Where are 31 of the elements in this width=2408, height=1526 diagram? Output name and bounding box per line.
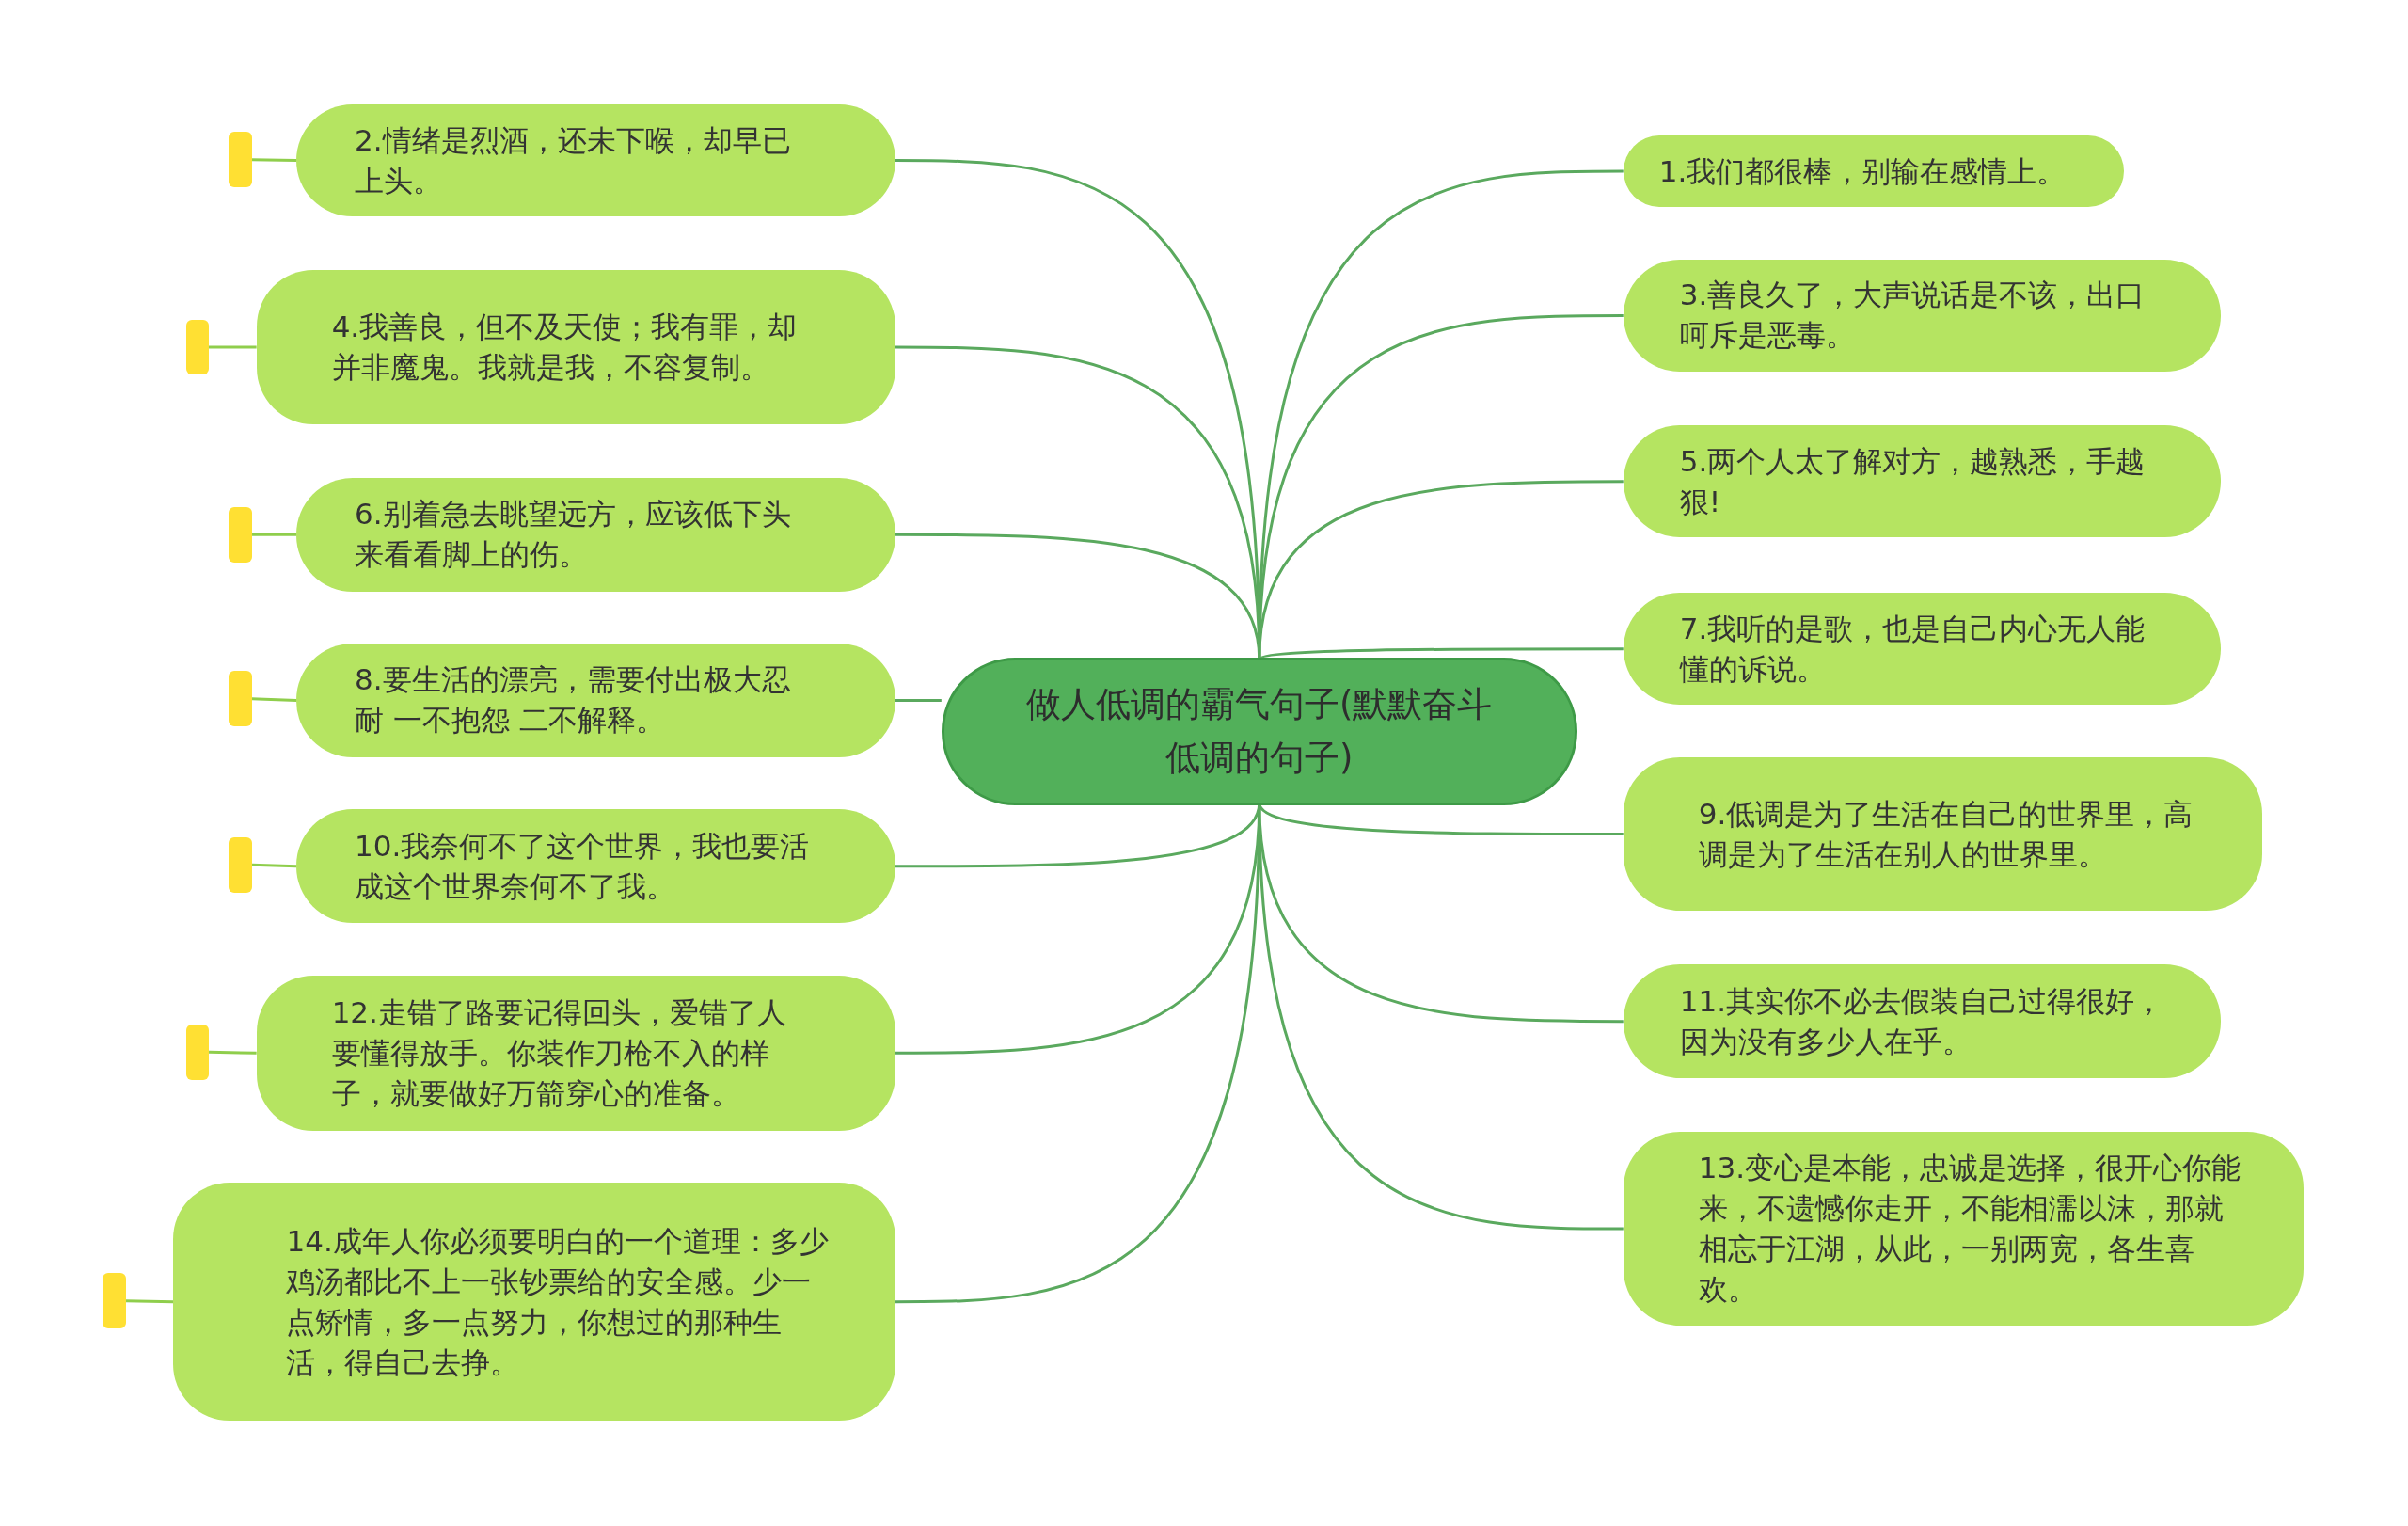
topic-box: 8.要生活的漂亮，需要付出极大忍耐 一不抱怨 二不解释。 bbox=[296, 644, 895, 757]
topic-box: 11.其实你不必去假装自己过得很好，因为没有多少人在乎。 bbox=[1623, 964, 2221, 1079]
connector-line bbox=[209, 1050, 257, 1055]
connector-line bbox=[895, 533, 1261, 660]
topic-box: 14.成年人你必须要明白的一个道理：多少鸡汤都比不上一张钞票给的安全感。少一点矫情，多一点努力，你想过的那种生活，得自己去挣。 bbox=[173, 1183, 895, 1422]
topic-box: 3.善良久了，大声说话是不该，出口呵斥是恶毒。 bbox=[1623, 259, 2221, 373]
topic-box: 6.别着急去眺望远方，应该低下头来看看脚上的伤。 bbox=[296, 477, 895, 592]
topic-box: 12.走错了路要记得回头，爱错了人要懂得放手。你装作刀枪不入的样子，就要做好万箭穿心的准备。 bbox=[256, 975, 895, 1131]
connector-line bbox=[251, 863, 297, 868]
topic-box: 7.我听的是歌，也是自己内心无人能懂的诉说。 bbox=[1623, 593, 2221, 706]
topic-box: 13.变心是本能，忠诚是选择，很开心你能来，不遗憾你走开，不能相濡以沫，那就相忘于江湖，从此，一别两宽，各生喜欢。 bbox=[1623, 1132, 2304, 1326]
connector-line bbox=[125, 1299, 174, 1304]
handle-bar bbox=[103, 1273, 126, 1329]
handle-bar bbox=[185, 1024, 210, 1080]
handle-bar bbox=[229, 836, 252, 893]
connector-line bbox=[251, 533, 297, 536]
handle-bar bbox=[185, 319, 210, 375]
connector-line bbox=[251, 158, 297, 163]
handle-bar bbox=[229, 671, 252, 727]
topic-box: 2.情绪是烈酒，还未下喉，却早已上头。 bbox=[296, 104, 895, 217]
connector-line bbox=[895, 699, 942, 702]
topic-box: 5.两个人太了解对方，越熟悉，手越狠! bbox=[1623, 425, 2221, 538]
topic-box: 4.我善良，但不及天使；我有罪，却并非魔鬼。我就是我，不容复制。 bbox=[256, 270, 895, 424]
topic-box: 9.低调是为了生活在自己的世界里，高调是为了生活在别人的世界里。 bbox=[1623, 756, 2262, 912]
handle-bar bbox=[229, 506, 252, 563]
handle-bar bbox=[229, 132, 252, 188]
central-topic: 做人低调的霸气句子(默默奋斗低调的句子) bbox=[941, 657, 1577, 805]
connector-line bbox=[209, 345, 257, 349]
topic-box: 1.我们都很棒，别输在感情上。 bbox=[1623, 135, 2124, 208]
topic-box: 10.我奈何不了这个世界，我也要活成这个世界奈何不了我。 bbox=[296, 809, 895, 924]
connector-line bbox=[251, 697, 297, 702]
